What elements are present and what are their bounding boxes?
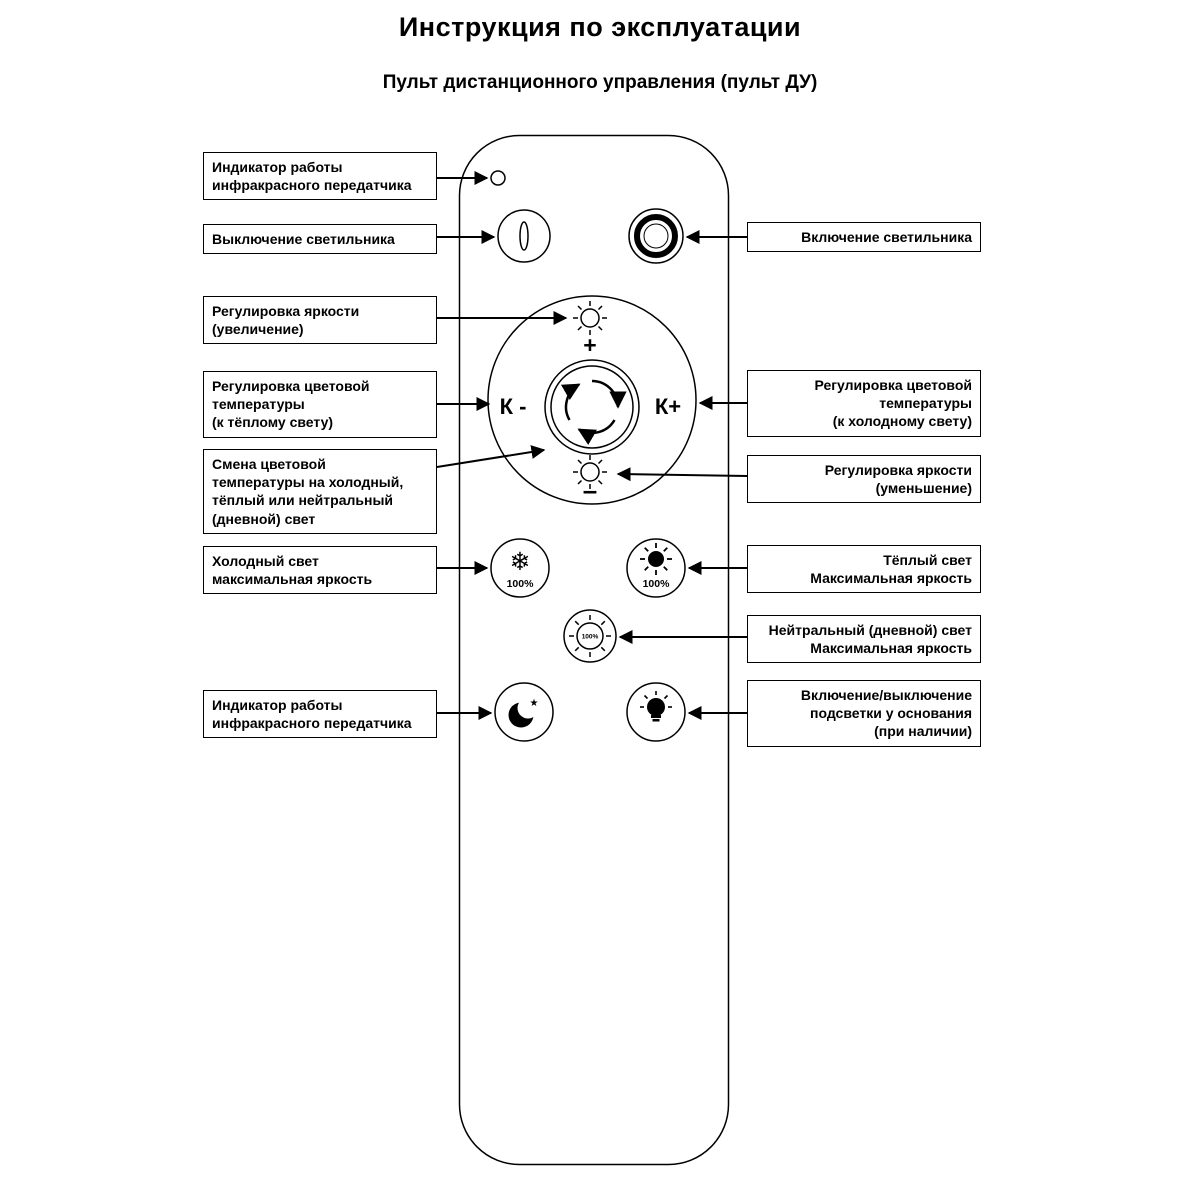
callout-brightness-up: Регулировка яркости (увеличение) xyxy=(203,296,437,345)
page-title: Инструкция по эксплуатации xyxy=(398,12,802,42)
moon-icon xyxy=(508,697,539,728)
neutral-max-button: 100% xyxy=(563,609,617,663)
neutral-sun-icon: 100% xyxy=(569,615,611,657)
callout-neutral-max: Нейтральный (дневной) свет Максимальная … xyxy=(747,615,981,664)
callout-color-temp-cold: Регулировка цветовой температуры (к холо… xyxy=(747,370,981,437)
power-on-icon xyxy=(634,214,678,258)
callout-color-temp-warm: Регулировка цветовой температуры (к тёпл… xyxy=(203,371,437,438)
warm-max-button: 100% xyxy=(626,538,686,598)
base-light-button xyxy=(626,682,686,742)
page-subtitle: Пульт дистанционного управления (пульт Д… xyxy=(382,72,818,93)
callout-ir-indicator-bottom: Индикатор работы инфракрасного передатчи… xyxy=(203,690,437,739)
callout-warm-max: Тёплый свет Максимальная яркость xyxy=(747,545,981,594)
cold-percent-label: 100% xyxy=(507,578,535,590)
callout-base-light: Включение/выключение подсветки у основан… xyxy=(747,680,981,747)
rotate-arrows-icon xyxy=(560,379,627,445)
bulb-icon xyxy=(640,691,672,722)
power-off-button xyxy=(497,209,551,263)
k-plus-label: К+ xyxy=(655,394,681,419)
brightness-minus-label: – xyxy=(583,475,597,505)
neutral-percent-label: 100% xyxy=(582,634,599,641)
brightness-plus-label: + xyxy=(583,332,596,358)
star-icon: ★ xyxy=(530,698,539,709)
callout-color-temp-change: Смена цветовой температуры на холодный, … xyxy=(203,449,437,534)
k-minus-label: К - xyxy=(500,394,527,419)
arrow-brightness-down xyxy=(616,467,748,482)
callout-arrows-right xyxy=(616,230,748,720)
power-on-button xyxy=(628,208,684,264)
warm-percent-label: 100% xyxy=(643,578,671,590)
callout-arrows-left xyxy=(436,171,568,720)
ir-indicator-led xyxy=(490,170,506,186)
callout-power-on: Включение светильника xyxy=(747,222,981,253)
callout-power-off: Выключение светильника xyxy=(203,224,437,255)
cold-max-button: ❄ 100% xyxy=(490,538,550,598)
arrow-color-temp-change xyxy=(436,445,546,468)
callout-brightness-down: Регулировка яркости (уменьшение) xyxy=(747,455,981,504)
callout-cold-max: Холодный свет максимальная яркость xyxy=(203,546,437,595)
night-mode-button: ★ xyxy=(494,682,554,742)
warm-sun-icon xyxy=(640,543,672,575)
color-cycle-button xyxy=(544,359,640,455)
callout-ir-indicator-top: Индикатор работы инфракрасного передатчи… xyxy=(203,152,437,201)
power-off-icon xyxy=(519,221,529,251)
snowflake-icon: ❄ xyxy=(510,548,531,576)
dial: + – К - К+ xyxy=(487,295,697,505)
